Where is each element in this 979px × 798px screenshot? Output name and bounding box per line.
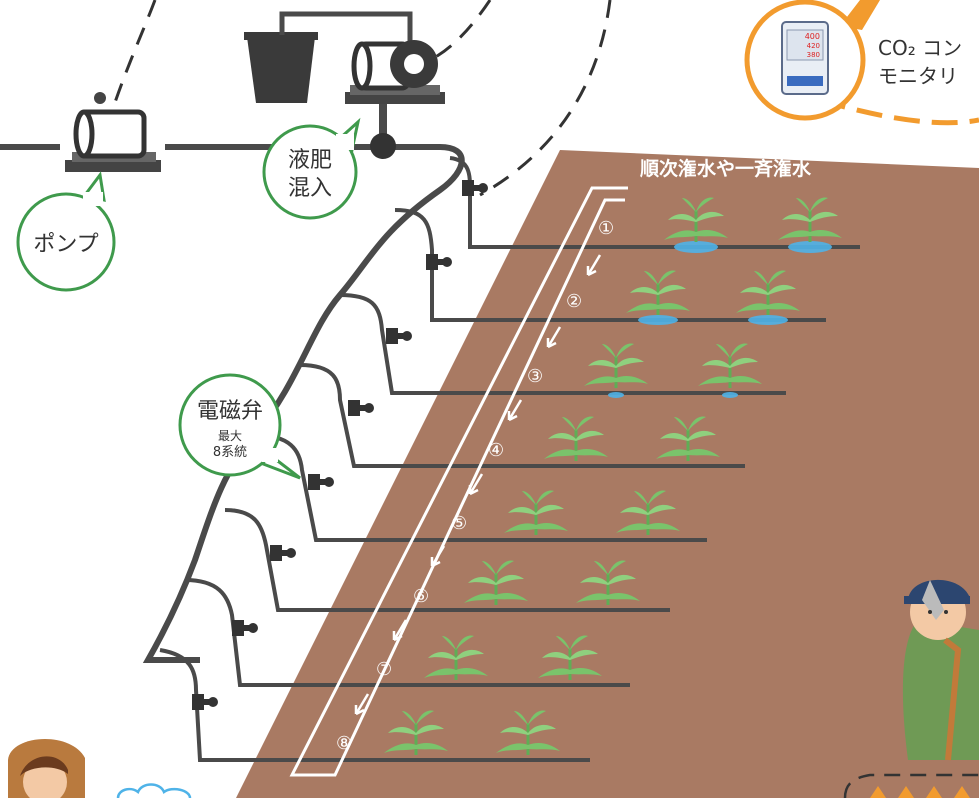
pump-callout: ポンプ	[16, 171, 116, 292]
seq-5: ⑤	[451, 513, 467, 534]
seq-4: ④	[488, 440, 504, 461]
valve-callout: 電磁弁 最大 8系統	[178, 373, 301, 480]
svg-text:液肥: 液肥	[288, 148, 332, 173]
svg-text:電磁弁: 電磁弁	[197, 399, 263, 424]
seq-3: ③	[527, 366, 543, 387]
seq-8: ⑧	[336, 733, 352, 754]
seq-2: ②	[566, 291, 582, 312]
svg-text:420: 420	[807, 42, 820, 50]
sequence-labels: ① ② ③ ④ ⑤ ⑥ ⑦ ⑧	[336, 218, 614, 754]
co2-label-line1: CO₂ コン	[878, 36, 962, 60]
farmer-icon	[902, 579, 979, 761]
solenoid-valve-icon	[308, 474, 334, 490]
seq-7: ⑦	[376, 659, 392, 680]
solenoid-valve-icon	[348, 400, 374, 416]
water-drips	[608, 241, 832, 398]
solenoid-valve-icon	[386, 328, 412, 344]
injector-icon	[345, 40, 445, 159]
fertilizer-callout: 液肥 混入	[262, 117, 361, 220]
farmer-icon-left	[8, 739, 85, 798]
cloud-icon	[116, 783, 192, 798]
solenoid-valve-icon	[462, 180, 488, 196]
dashed-signal-valve	[479, 0, 612, 197]
seq-1: ①	[598, 218, 614, 239]
svg-text:混入: 混入	[288, 176, 332, 201]
svg-text:ポンプ: ポンプ	[33, 232, 98, 257]
svg-text:8系統: 8系統	[213, 445, 247, 460]
dashed-signal-injector	[429, 0, 492, 62]
solenoid-valve-icon	[426, 254, 452, 270]
svg-text:最大: 最大	[218, 429, 242, 443]
dashed-box-corner	[843, 773, 979, 798]
co2-label-line2: モニタリ	[878, 64, 958, 88]
solenoid-valve-icon	[270, 545, 296, 561]
pump-icon	[65, 92, 161, 172]
solenoid-valve-icon	[192, 694, 218, 710]
co2-monitor-icon: 400 420 380	[744, 0, 866, 121]
sequence-arrows	[354, 254, 602, 716]
triangle-row	[870, 786, 970, 798]
svg-text:400: 400	[805, 32, 820, 41]
soil-field	[236, 150, 979, 798]
bucket-icon	[244, 11, 413, 103]
solenoid-valve-icon	[232, 620, 258, 636]
svg-text:380: 380	[807, 51, 820, 59]
header-label: 順次潅水や一斉潅水	[640, 157, 812, 180]
sequence-path	[289, 186, 628, 777]
seq-6: ⑥	[413, 586, 429, 607]
